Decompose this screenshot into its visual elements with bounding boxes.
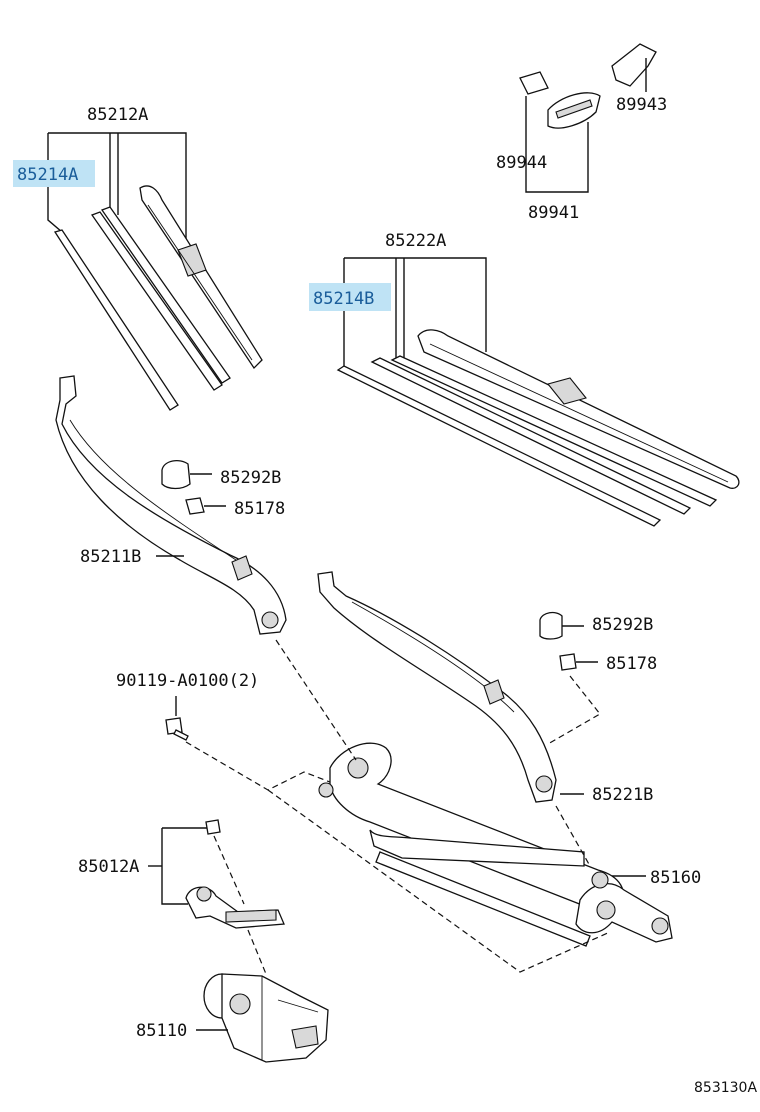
cap-nut-right	[539, 611, 598, 671]
motor-bracket	[148, 819, 285, 929]
label-90119[interactable]: 90119-A0100(2)	[116, 671, 259, 691]
driver-arm	[55, 375, 287, 635]
label-85222A[interactable]: 85222A	[385, 231, 446, 251]
label-89941[interactable]: 89941	[528, 203, 579, 223]
label-85212A[interactable]: 85212A	[87, 105, 148, 125]
passenger-blade-group	[336, 257, 740, 527]
cap-nut-left	[161, 459, 226, 515]
wiper-motor	[196, 973, 329, 1063]
linkage	[318, 742, 673, 947]
passenger-arm	[317, 571, 584, 803]
driver-blade-group	[47, 132, 263, 411]
highlight-85214B	[309, 283, 391, 311]
label-85178-right[interactable]: 85178	[606, 654, 657, 674]
bolt	[165, 696, 189, 741]
label-85012A[interactable]: 85012A	[78, 857, 139, 877]
part-labels: 85212A 85214A 85222A 85214B 89943 89944 …	[13, 95, 757, 1096]
label-85214B[interactable]: 85214B	[313, 289, 374, 309]
label-89943[interactable]: 89943	[616, 95, 667, 115]
label-89944[interactable]: 89944	[496, 153, 547, 173]
label-85221B[interactable]: 85221B	[592, 785, 653, 805]
label-85292B-left[interactable]: 85292B	[220, 468, 281, 488]
nozzle-group	[519, 43, 657, 193]
label-85211B[interactable]: 85211B	[80, 547, 141, 567]
highlight-85214A	[13, 160, 95, 187]
label-85110[interactable]: 85110	[136, 1021, 187, 1041]
assembly-lines	[185, 639, 611, 975]
label-85214A[interactable]: 85214A	[17, 165, 78, 185]
label-85292B-right[interactable]: 85292B	[592, 615, 653, 635]
label-85160[interactable]: 85160	[650, 868, 701, 888]
label-85178-left[interactable]: 85178	[234, 499, 285, 519]
catalog-code: 853130A	[694, 1080, 757, 1096]
